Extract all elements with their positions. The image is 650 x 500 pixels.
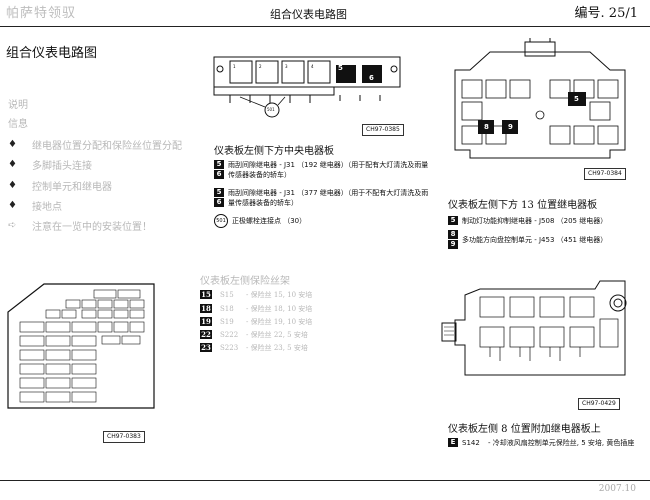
svg-text:3: 3	[285, 64, 288, 69]
nav-item-relay-fuse-assignment[interactable]: ♦ 继电器位置分配和保险丝位置分配	[8, 137, 182, 152]
relay13-entry-j508: 5 制动灯功能抑制继电器 - J508 （205 继电器）	[448, 216, 648, 226]
entry-text: 雨刮间隙继电器 - J31 （377 继电器）（用于不配有大灯清洗及雨量传感器装…	[228, 189, 429, 207]
central-entry-j31-377: 5 6 雨刮间隙继电器 - J31 （377 继电器）（用于不配有大灯清洗及雨量…	[214, 188, 429, 208]
relay-number-label: 5	[338, 64, 343, 72]
svg-text:2: 2	[259, 64, 262, 69]
central-entry-ground-bolt: 501 正极螺栓连接点 （30）	[214, 214, 429, 228]
diamond-bullet-icon: ♦	[8, 180, 17, 191]
nav-item-control-units[interactable]: ♦ 控制单元和继电器	[8, 178, 112, 193]
diagram-code: CH97-0385	[362, 124, 404, 136]
nav-item-installation-note[interactable]: ➪ 注意在一览中的安装位置！	[8, 218, 152, 233]
fuse-row-s18: 18 S18 - 保险丝 18, 10 安培	[200, 304, 313, 313]
relay-number-label: 8	[484, 123, 489, 131]
nav-item-connectors[interactable]: ♦ 多脚插头连接	[8, 157, 92, 172]
nav-item-ground-points[interactable]: ♦ 接地点	[8, 198, 62, 213]
label-info: 信息	[8, 119, 28, 130]
entry-text: 正极螺栓连接点 （30）	[232, 217, 307, 225]
entry-text: 制动灯功能抑制继电器 - J508 （205 继电器）	[462, 217, 608, 225]
fuse-row-s222: 22 S222 - 保险丝 22, 5 安培	[200, 330, 308, 339]
fuse-row-s15: 15 S15 - 保险丝 15, 10 安培	[200, 290, 313, 299]
entry-text: - 冷却液风扇控制单元保险丝, 5 安培, 黄色插座	[488, 439, 635, 447]
relay-badge: 5 6	[214, 188, 224, 208]
svg-text:4: 4	[311, 64, 314, 69]
label-description: 说明	[8, 100, 28, 111]
entry-text: 雨刮间隙继电器 - J31 （192 继电器）（用于配有大灯清洗及雨量传感器装备…	[228, 161, 429, 179]
nav-item-label: 注意在一览中的安装位置！	[32, 222, 152, 233]
relay8-entry-s142: E S142 - 冷却液风扇控制单元保险丝, 5 安培, 黄色插座	[448, 438, 643, 448]
header-model: 帕萨特领驭	[6, 6, 77, 21]
relay-number-label: 9	[508, 123, 513, 131]
ground-circle-badge: 501	[214, 214, 228, 228]
nav-item-label: 继电器位置分配和保险丝位置分配	[32, 141, 182, 152]
diagram-code: CH97-0429	[578, 398, 620, 410]
central-panel-diagram: 1 2 3 4	[213, 56, 401, 118]
footer-divider	[0, 480, 650, 481]
page-title: 组合仪表电路图	[6, 46, 98, 61]
relay-number-label: 5	[574, 95, 579, 103]
diagram-code: CH97-0384	[584, 168, 626, 180]
relay8-caption: 仪表板左侧 8 位置附加继电器板上	[448, 424, 601, 435]
svg-text:1: 1	[233, 64, 236, 69]
fuse-box-diagram	[7, 283, 155, 409]
central-entry-j31-192: 5 6 雨刮间隙继电器 - J31 （192 继电器）（用于配有大灯清洗及雨量传…	[214, 160, 429, 180]
fuse-badge: 18	[200, 304, 212, 313]
relay-badge: 5 6	[214, 160, 224, 180]
fuse-row-s19: 19 S19 - 保险丝 19, 10 安培	[200, 317, 313, 326]
footer-date: 2007.10	[598, 484, 636, 494]
header-divider	[0, 26, 650, 27]
entry-text: 多功能方向盘控制单元 - J453 （451 继电器）	[462, 236, 608, 244]
nav-item-label: 多脚插头连接	[32, 161, 92, 172]
relay-badge: 8 9	[448, 230, 458, 250]
relay-badge: 5	[448, 216, 458, 225]
fuse-badge: 19	[200, 317, 212, 326]
fuse-code: S142	[462, 439, 480, 447]
relay13-panel-diagram	[454, 38, 626, 159]
ground-point-label: 501	[267, 107, 275, 112]
header-number: 编号. 25/1	[574, 6, 638, 21]
relay13-entry-j453: 8 9 多功能方向盘控制单元 - J453 （451 继电器）	[448, 230, 648, 250]
relay-number-label: 6	[369, 74, 374, 82]
fuse-badge: 15	[200, 290, 212, 299]
central-panel-caption: 仪表板左侧下方中央电器板	[214, 146, 334, 157]
relay13-caption: 仪表板左侧下方 13 位置继电器板	[448, 200, 598, 211]
fuse-row-s223: 23 S223 - 保险丝 23, 5 安培	[200, 343, 308, 352]
fuse-badge: 23	[200, 343, 212, 352]
nav-item-label: 控制单元和继电器	[32, 182, 112, 193]
nav-item-label: 接地点	[32, 202, 62, 213]
fuse-location-badge: E	[448, 438, 458, 447]
relay8-panel-diagram	[441, 280, 627, 376]
diamond-bullet-icon: ♦	[8, 139, 17, 150]
diagram-code: CH97-0383	[103, 431, 145, 443]
header-title: 组合仪表电路图	[270, 8, 347, 21]
fuse-badge: 22	[200, 330, 212, 339]
diamond-bullet-icon: ♦	[8, 159, 17, 170]
arrow-icon: ➪	[8, 220, 17, 231]
diamond-bullet-icon: ♦	[8, 200, 17, 211]
fuse-panel-title: 仪表板左侧保险丝架	[200, 276, 290, 287]
